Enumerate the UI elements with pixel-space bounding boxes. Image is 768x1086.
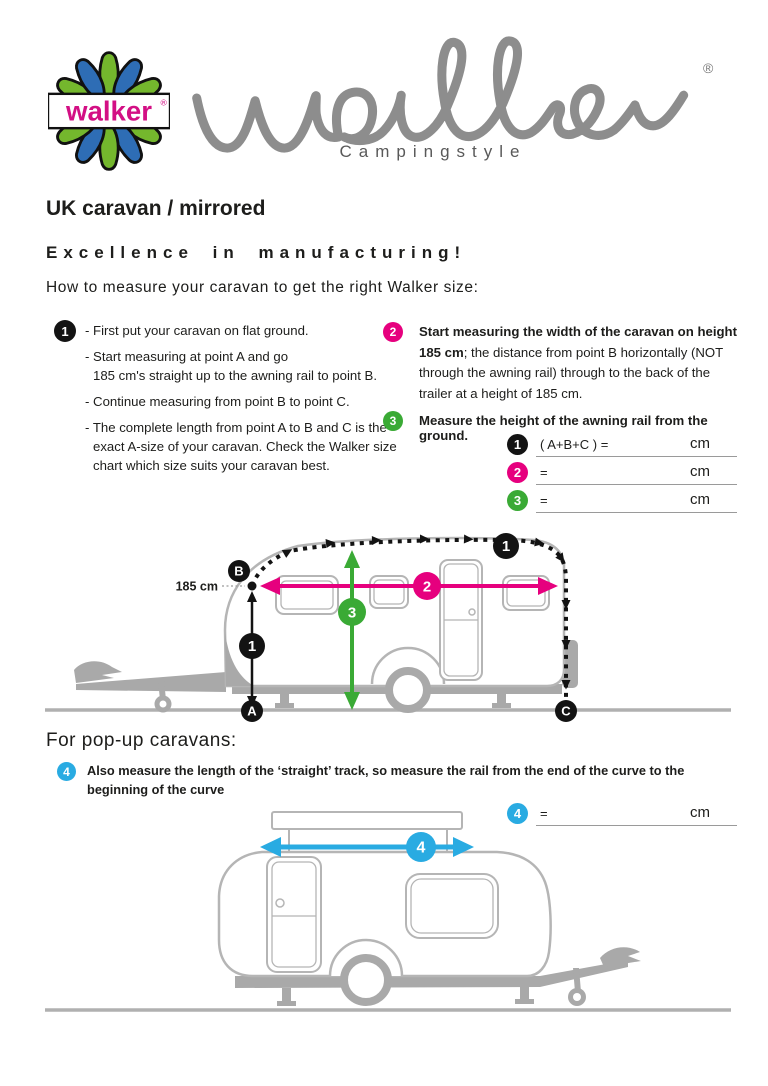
row4-blank-line	[536, 825, 737, 826]
track-measure-arrow: 4	[260, 832, 474, 862]
point-b-dot	[247, 581, 257, 591]
jockey-wheel-stem	[158, 680, 166, 700]
logo-band	[48, 92, 170, 130]
step1-item: - Start measuring at point A and go 185 …	[85, 349, 378, 383]
row1-unit: cm	[690, 435, 710, 452]
badge-height-1-text: 1	[248, 638, 256, 655]
step3-number-badge: 3	[383, 411, 403, 431]
point-a-text: A	[247, 704, 257, 719]
row3-label: =	[540, 493, 548, 508]
point-c-badge	[555, 700, 577, 722]
row1-blank-line	[536, 456, 737, 457]
row3-unit: cm	[690, 491, 710, 508]
step2-bold-text: Start measuring the width of the caravan…	[419, 324, 738, 360]
row2-unit: cm	[690, 463, 710, 480]
height-185-label: 185 cm	[176, 580, 218, 594]
measure-row-width: 2 = cm	[505, 461, 738, 485]
step1-item: - The complete length from point A to B …	[85, 420, 397, 473]
row2-label: =	[540, 465, 548, 480]
door-handle-2	[275, 898, 285, 908]
walker-flower-logo: walker ®	[48, 51, 170, 171]
badge-width-2-text: 2	[423, 579, 431, 596]
row2-blank-line	[536, 484, 737, 485]
point-b-text: B	[234, 564, 243, 579]
logo-registered-mark: ®	[160, 97, 167, 107]
popup-roof-panel	[271, 811, 463, 830]
jockey-wheel-hub	[159, 700, 167, 708]
tagline: Excellence in manufacturing!	[46, 243, 467, 262]
row3-number-badge: 3	[507, 490, 528, 511]
width-measure-arrow: 2	[260, 572, 558, 600]
step4-instructions: Also measure the length of the ‘straight…	[87, 763, 685, 797]
step4-number-badge: 4	[57, 762, 76, 781]
front-gusset	[225, 632, 254, 686]
caravan-measure-diagram: 1 2 3 1 185 cm B	[45, 533, 731, 722]
wordmark-registered-mark: ®	[703, 60, 714, 76]
rail-height-measure-arrow: 3	[338, 550, 366, 710]
row3-blank-line	[536, 512, 737, 513]
hitch-coupler	[74, 661, 122, 683]
measure-row-railheight: 3 = cm	[505, 489, 738, 513]
row4-number-badge: 4	[507, 803, 528, 824]
campingstyle-subtitle: Campingstyle	[339, 142, 527, 161]
popup-section-heading: For pop-up caravans:	[46, 730, 237, 751]
step2-rest-text: ; the distance from point B horizontally…	[419, 344, 723, 401]
popup-windows-and-door	[266, 856, 499, 973]
row1-number-badge: 1	[507, 434, 528, 455]
badge-track-4-text: 4	[417, 840, 426, 857]
howto-heading: How to measure your caravan to get the r…	[46, 279, 479, 296]
step2-instructions: Start measuring the width of the caravan…	[419, 322, 743, 404]
badge-rail-1-text: 1	[502, 538, 510, 555]
step3-instructions: Measure the height of the awning rail fr…	[419, 413, 708, 443]
jockey-wheel-hub-2	[573, 993, 581, 1001]
logo-text: walker	[65, 96, 152, 127]
step1-instructions: - First put your caravan on flat ground.…	[85, 321, 417, 482]
measure-row-abc: 1 ( A+B+C ) = cm	[505, 433, 738, 457]
step1-number-badge: 1	[54, 320, 76, 342]
page-title: UK caravan / mirrored	[46, 197, 266, 220]
hitch-coupler-2	[600, 947, 641, 967]
wheel-2	[340, 954, 392, 1006]
door-handle	[468, 608, 476, 616]
walker-script-wordmark	[192, 36, 689, 153]
wheel	[385, 667, 431, 713]
script-signature-stroke	[192, 36, 689, 153]
jockey-wheel-stem-2	[573, 968, 581, 992]
step1-item: - First put your caravan on flat ground.	[85, 323, 309, 338]
row2-number-badge: 2	[507, 462, 528, 483]
rail-direction-arrows	[281, 534, 571, 690]
row4-unit: cm	[690, 804, 710, 821]
step1-item: - Continue measuring from point B to poi…	[85, 394, 350, 409]
row4-label: =	[540, 806, 548, 821]
badge-rail-height-3-text: 3	[348, 605, 356, 622]
point-a-badge	[241, 700, 263, 722]
point-b-badge	[228, 560, 250, 582]
badge-rail-1	[493, 533, 519, 559]
popup-caravan-diagram: 4	[45, 811, 731, 1012]
step2-number-badge: 2	[383, 322, 403, 342]
point-c-text: C	[561, 704, 571, 719]
measure-row-track: 4 = cm	[505, 802, 738, 826]
row1-label: ( A+B+C ) =	[540, 437, 609, 452]
